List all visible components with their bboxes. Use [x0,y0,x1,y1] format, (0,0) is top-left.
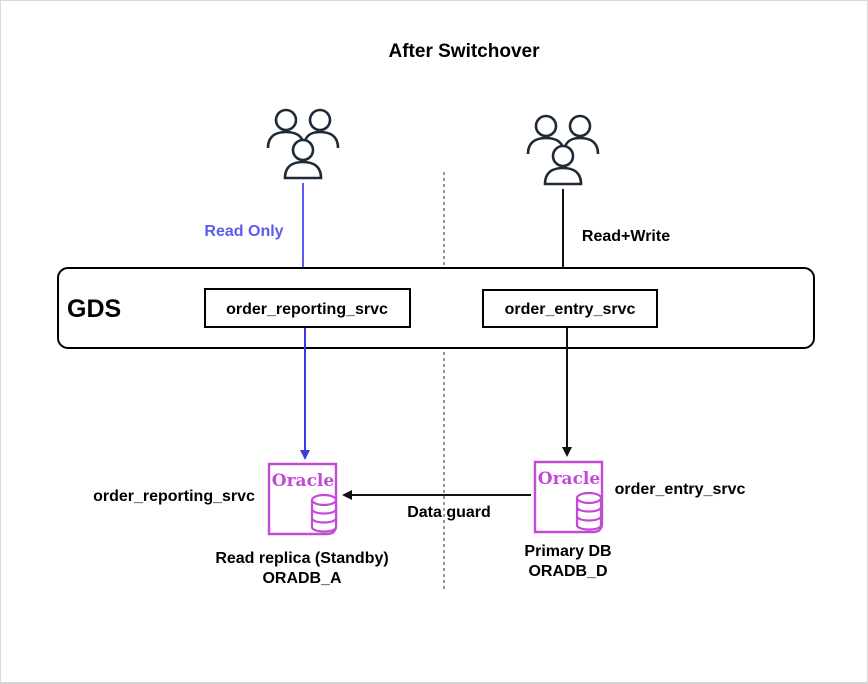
primary-service-label: order_entry_srvc [615,481,746,498]
primary-db-name: ORADB_D [528,563,607,580]
oracle-logo-text: Oracle [272,471,335,491]
order-entry-service-box [482,289,658,328]
order-reporting-service-box [204,288,411,328]
users-group-icon [266,108,340,180]
standby-service-label: order_reporting_srvc [93,488,255,505]
standby-db-name: ORADB_A [262,570,342,587]
order-entry-service-label: order_entry_srvc [505,301,636,318]
data-guard-label: Data guard [407,504,491,521]
read-write-label: Read+Write [582,228,670,245]
order-reporting-service-label: order_reporting_srvc [226,301,388,318]
users-group-icon [526,114,600,186]
oracle-database-icon: Oracle [533,460,604,534]
gds-container [57,267,815,349]
gds-label: GDS [67,295,121,323]
oracle-logo-text: Oracle [538,469,601,489]
diagram-title: After Switchover [389,41,541,62]
primary-caption: Primary DB [524,543,611,560]
read-only-label: Read Only [204,223,283,240]
oracle-database-icon: Oracle [267,462,338,536]
standby-caption: Read replica (Standby) [215,550,388,567]
